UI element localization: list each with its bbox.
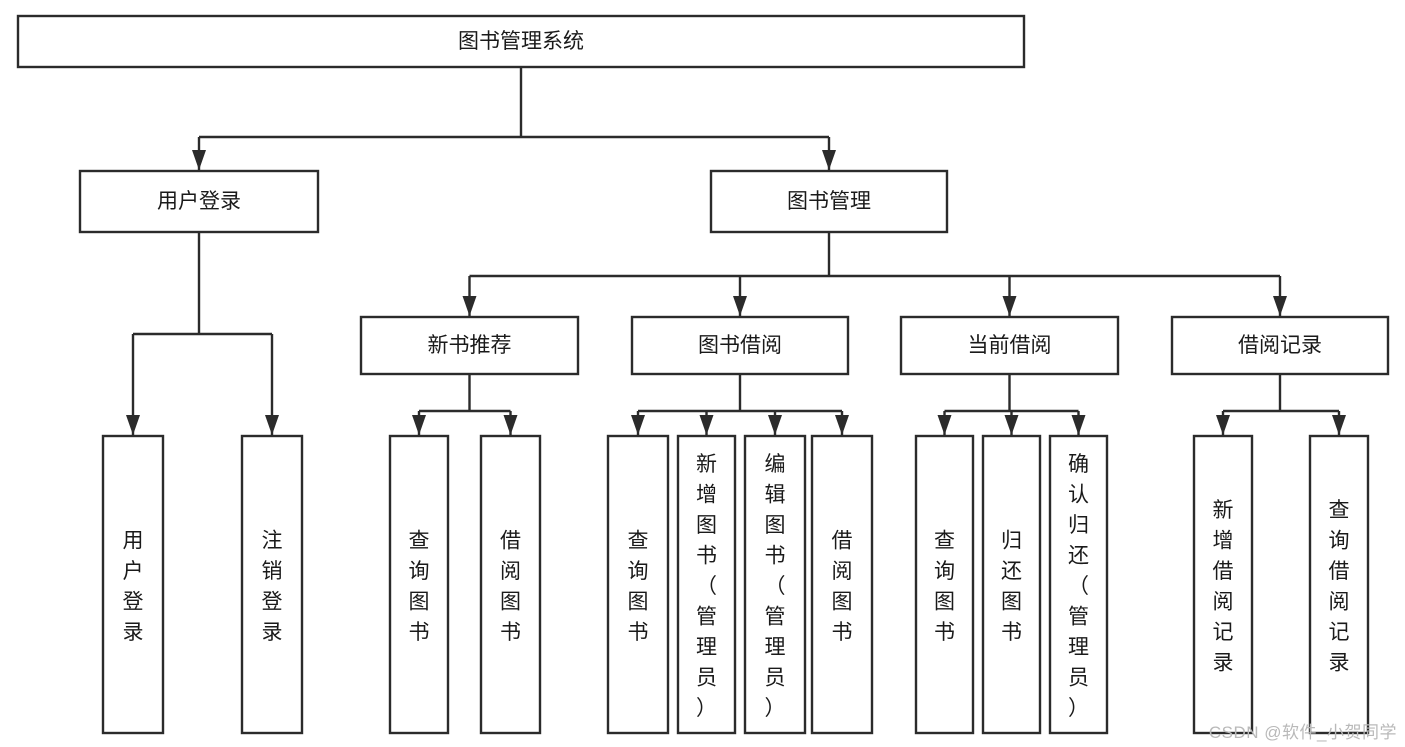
arrow-head-icon: [937, 415, 952, 435]
leaf-node-leaf-return-book-box[interactable]: [981, 434, 1042, 735]
leaf-node-leaf-add-book-label: 新增图书（管理员）: [696, 453, 717, 720]
arrow-head-icon: [1004, 415, 1019, 435]
arrow-head-icon: [835, 415, 849, 435]
arrow-head-icon: [265, 415, 279, 435]
level3-node-new-book-rec-label: 新书推荐: [428, 334, 512, 357]
watermark-text: CSDN @软件_小贺同学: [1208, 723, 1397, 742]
leaf-node-leaf-add-record-label: 新增借阅记录: [1213, 499, 1234, 675]
leaf-node-leaf-borrow-book-1-box[interactable]: [479, 434, 542, 735]
leaf-node-leaf-query-book-1-box[interactable]: [388, 434, 450, 735]
edges-layer: [126, 67, 1346, 435]
leaf-node-leaf-query-book-1-label: 查询图书: [409, 529, 430, 644]
arrow-head-icon: [733, 296, 747, 316]
leaf-node-leaf-logout-label: 注销登录: [262, 529, 283, 644]
leaf-node-leaf-borrow-book-2-box[interactable]: [810, 434, 874, 735]
leaf-node-leaf-query-book-3-box[interactable]: [914, 434, 975, 735]
arrow-head-icon: [631, 415, 645, 435]
leaf-node-leaf-confirm-return-box[interactable]: [1048, 434, 1109, 735]
leaf-node-leaf-edit-book-label: 编辑图书（管理员）: [765, 453, 786, 720]
level3-node-current-borrow-box[interactable]: [899, 315, 1120, 376]
level3-node-new-book-rec-box[interactable]: [359, 315, 580, 376]
leaf-node-leaf-add-book-box[interactable]: [676, 434, 737, 735]
arrow-head-icon: [1332, 415, 1346, 435]
nodes-layer: 图书管理系统用户登录图书管理新书推荐图书借阅当前借阅借阅记录用户登录注销登录查询…: [16, 14, 1390, 735]
level2-node-book-manage-box[interactable]: [709, 169, 949, 234]
root-node-book-management-system-box[interactable]: [16, 14, 1026, 69]
level2-node-user-login-box[interactable]: [78, 169, 320, 234]
arrow-head-icon: [503, 415, 518, 435]
leaf-node-leaf-query-book-2-box[interactable]: [606, 434, 670, 735]
arrow-head-icon: [768, 415, 782, 435]
level3-node-current-borrow-label: 当前借阅: [968, 334, 1052, 357]
leaf-node-leaf-query-record-label: 查询借阅记录: [1329, 499, 1350, 675]
arrow-head-icon: [412, 415, 426, 435]
leaf-node-leaf-return-book-label: 归还图书: [1001, 529, 1022, 644]
leaf-node-leaf-borrow-book-1-label: 借阅图书: [500, 529, 521, 644]
leaf-node-leaf-borrow-book-2-label: 借阅图书: [832, 529, 853, 644]
arrow-head-icon: [192, 150, 206, 170]
leaf-node-leaf-query-book-3-label: 查询图书: [934, 529, 955, 644]
arrow-head-icon: [462, 296, 477, 316]
leaf-node-leaf-confirm-return-label: 确认归还（管理员）: [1068, 453, 1089, 720]
leaf-node-leaf-add-record-box[interactable]: [1192, 434, 1254, 735]
arrow-head-icon: [1216, 415, 1230, 435]
level3-node-book-borrow-box[interactable]: [630, 315, 850, 376]
root-node-book-management-system-label: 图书管理系统: [458, 30, 584, 53]
leaf-node-leaf-edit-book-box[interactable]: [743, 434, 807, 735]
leaf-node-leaf-user-login-box[interactable]: [101, 434, 165, 735]
leaf-node-leaf-user-login-label: 用户登录: [123, 529, 144, 644]
level3-node-book-borrow-label: 图书借阅: [698, 334, 782, 357]
level2-node-user-login-label: 用户登录: [157, 190, 241, 213]
level2-node-book-manage-label: 图书管理: [787, 190, 871, 213]
leaf-node-leaf-query-record-box[interactable]: [1308, 434, 1370, 735]
level3-node-borrow-record-box[interactable]: [1170, 315, 1390, 376]
arrow-head-icon: [822, 150, 836, 170]
leaf-node-leaf-logout-box[interactable]: [240, 434, 304, 735]
arrow-head-icon: [126, 415, 140, 435]
leaf-node-leaf-query-book-2-label: 查询图书: [628, 529, 649, 644]
arrow-head-icon: [699, 415, 714, 435]
arrow-head-icon: [1273, 296, 1287, 316]
arrow-head-icon: [1071, 415, 1086, 435]
level3-node-borrow-record-label: 借阅记录: [1238, 334, 1322, 357]
arrow-head-icon: [1002, 296, 1017, 316]
